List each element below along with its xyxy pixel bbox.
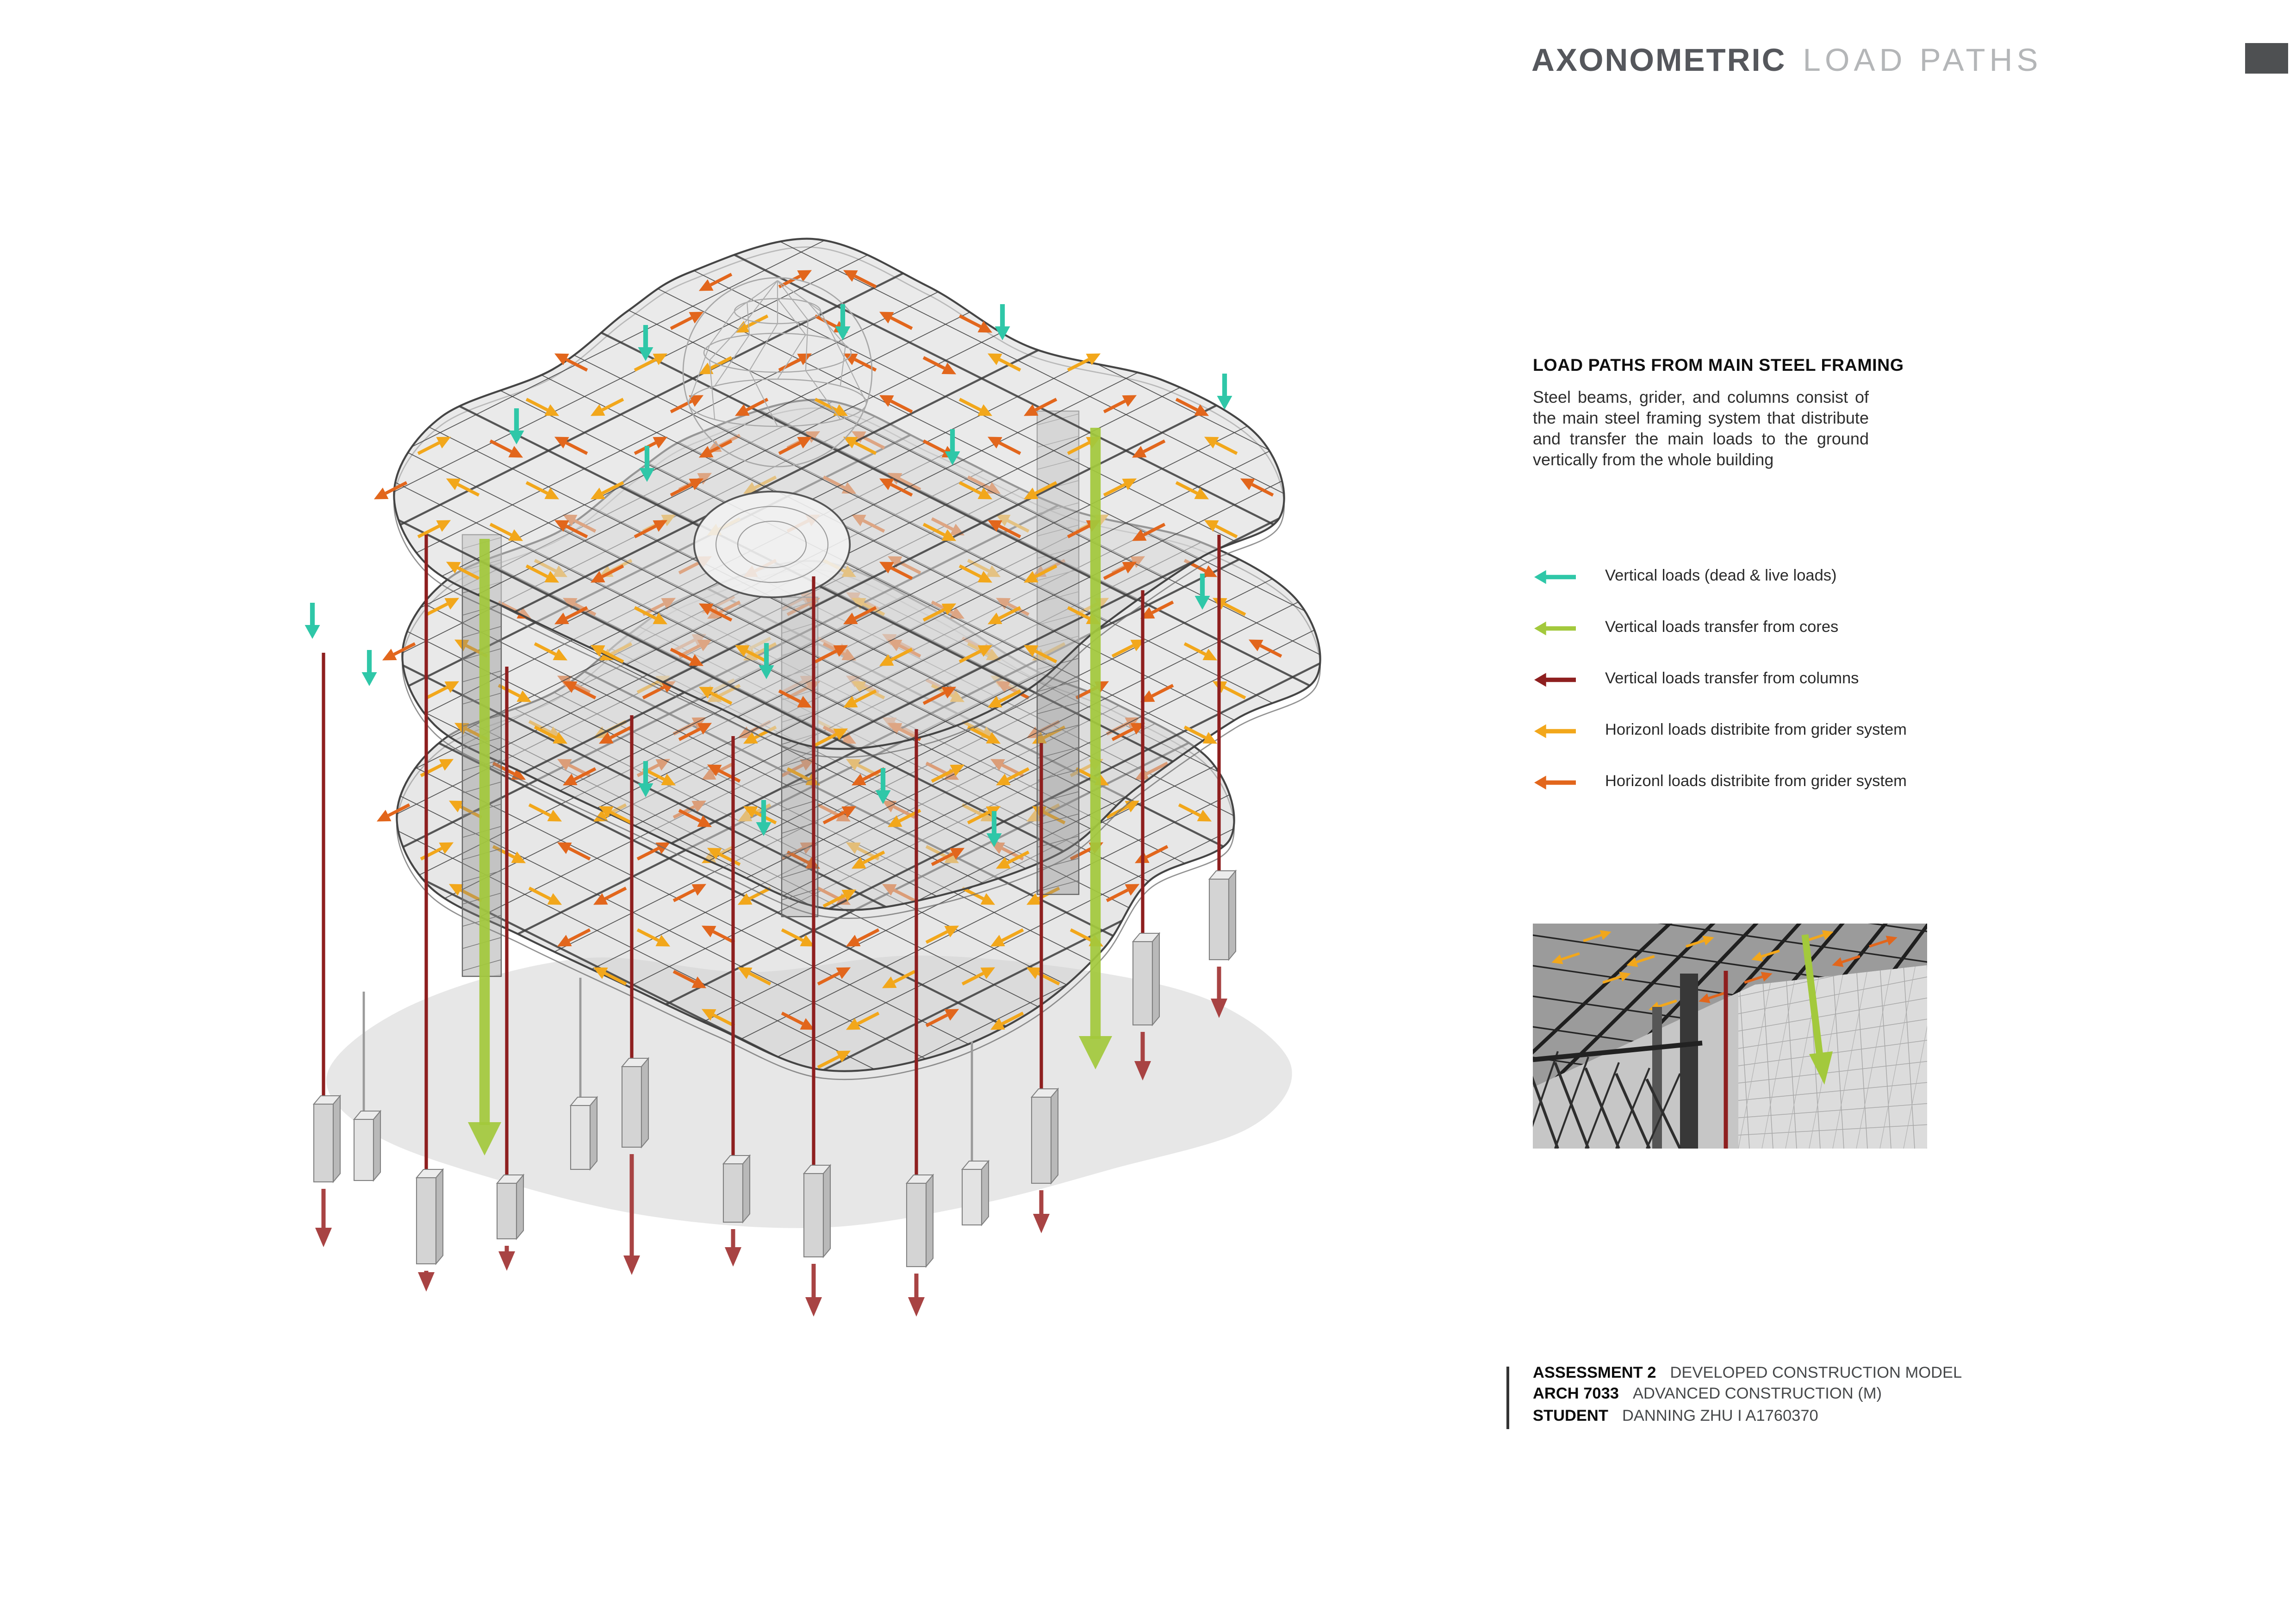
legend-item: Horizonl loads distribite from grider sy… xyxy=(1534,721,1907,740)
footer-label: STUDENT xyxy=(1533,1408,1608,1425)
footer-row: ARCH 7033 ADVANCED CONSTRUCTION (M) xyxy=(1533,1385,1962,1406)
vertical-load-arrows xyxy=(305,304,1232,847)
teal-arrow-icon xyxy=(1534,569,1576,583)
legend-label: Vertical loads transfer from cores xyxy=(1605,619,1839,636)
title-block: ASSESSMENT 2 DEVELOPED CONSTRUCTION MODEL… xyxy=(1506,1364,1962,1429)
title-secondary: LOAD PATHS xyxy=(1803,42,2042,78)
footer-label: ARCH 7033 xyxy=(1533,1387,1619,1404)
legend-item: Vertical loads transfer from columns xyxy=(1534,669,1907,689)
title-primary: AXONOMETRIC xyxy=(1531,42,1786,78)
column-load-lines xyxy=(312,535,1237,1317)
geodesic-dome xyxy=(682,277,873,468)
background-piers xyxy=(353,978,990,1226)
orange-arrow-icon xyxy=(1534,775,1576,789)
footer-value: DANNING ZHU I A1760370 xyxy=(1622,1408,1818,1425)
legend-item: Vertical loads (dead & live loads) xyxy=(1534,567,1907,586)
detail-photo xyxy=(1533,924,1927,1149)
yellow-arrow-icon xyxy=(1534,724,1576,737)
info-panel: LOAD PATHS FROM MAIN STEEL FRAMING Steel… xyxy=(1533,356,1949,1189)
footer-label: ASSESSMENT 2 xyxy=(1533,1365,1656,1382)
legend-label: Horizonl loads distribite from grider sy… xyxy=(1605,774,1907,790)
page-title: AXONOMETRIC LOAD PATHS xyxy=(1531,44,2042,76)
core-load-arrows xyxy=(468,428,1112,1156)
footer-row: ASSESSMENT 2 DEVELOPED CONSTRUCTION MODEL xyxy=(1533,1364,1962,1385)
footer-value: ADVANCED CONSTRUCTION (M) xyxy=(1633,1387,1882,1404)
darkred-arrow-icon xyxy=(1534,672,1576,686)
footer-rule xyxy=(1506,1367,1509,1429)
footer-value: DEVELOPED CONSTRUCTION MODEL xyxy=(1670,1365,1962,1382)
corner-marker xyxy=(2245,43,2288,74)
legend-item: Horizonl loads distribite from grider sy… xyxy=(1534,772,1907,792)
lime-arrow-icon xyxy=(1534,621,1576,635)
legend-label: Vertical loads transfer from columns xyxy=(1605,671,1859,687)
panel-heading: LOAD PATHS FROM MAIN STEEL FRAMING xyxy=(1533,356,1904,375)
legend: Vertical loads (dead & live loads) Verti… xyxy=(1534,567,1907,824)
footer-row: STUDENT DANNING ZHU I A1760370 xyxy=(1533,1406,1962,1428)
legend-label: Vertical loads (dead & live loads) xyxy=(1605,568,1837,585)
legend-label: Horizonl loads distribite from grider sy… xyxy=(1605,722,1907,739)
panel-body: Steel beams, grider, and columns consist… xyxy=(1533,387,1869,469)
legend-item: Vertical loads transfer from cores xyxy=(1534,618,1907,637)
